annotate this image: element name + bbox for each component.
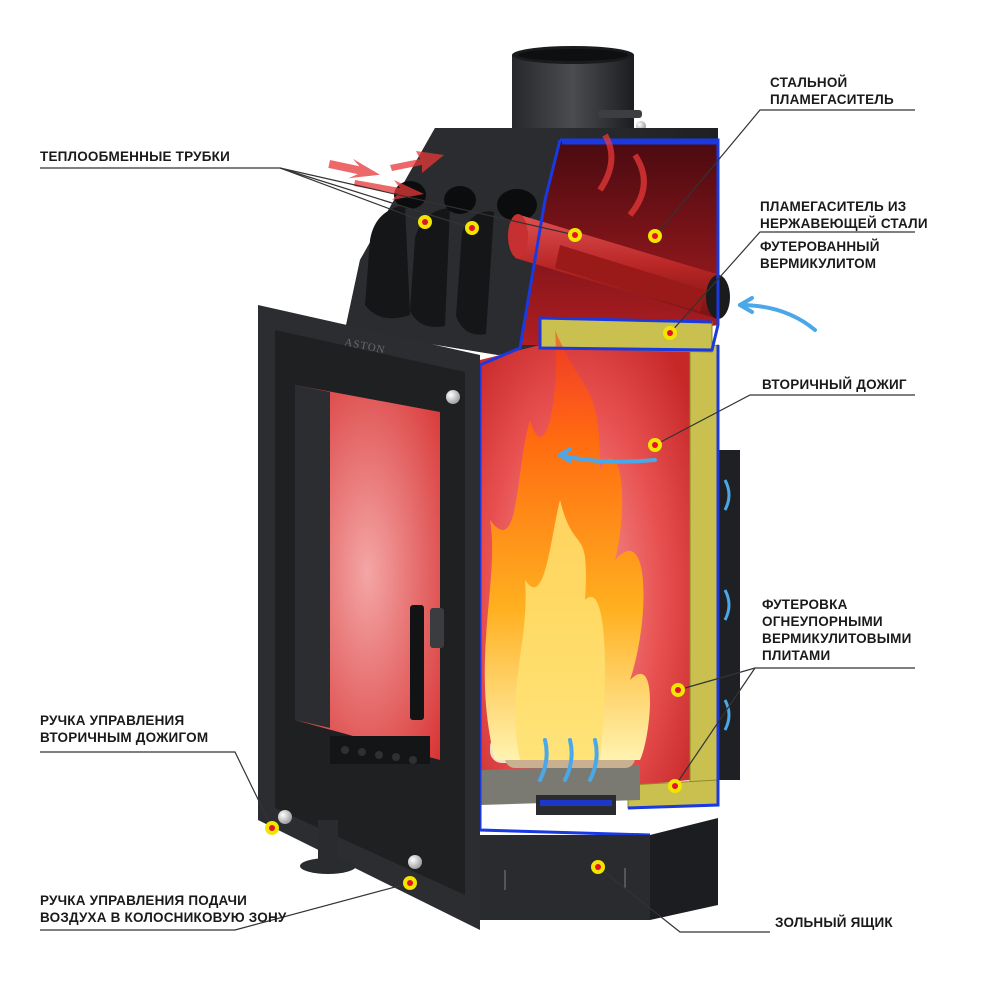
section-outline-left [478, 139, 651, 837]
marker-primary-handle [403, 876, 417, 890]
marker-heat-tube-2 [465, 221, 479, 235]
primary-air-control-knob[interactable] [408, 855, 422, 869]
section-outline-right [627, 345, 720, 810]
label-vermiculite-lined: ФУТЕРОВАННЫЙ ВЕРМИКУЛИТОМ [760, 239, 880, 271]
door-latch-knob[interactable] [446, 390, 460, 404]
marker-heat-tube-3 [568, 228, 582, 242]
front-door: ASTON [258, 305, 480, 930]
vermiculite-side-lining [689, 344, 719, 796]
label-steel-baffle: СТАЛЬНОЙ ПЛАМЕГАСИТЕЛЬ [770, 75, 894, 107]
hot-air-arrows [328, 133, 647, 217]
label-secondary-burn-handle: РУЧКА УПРАВЛЕНИЯ ВТОРИЧНЫМ ДОЖИГОМ [40, 713, 209, 745]
marker-heat-tube-1 [418, 215, 432, 229]
marker-steel-baffle [648, 229, 662, 243]
label-primary-air-handle: РУЧКА УПРАВЛЕНИЯ ПОДАЧИ ВОЗДУХА В КОЛОСН… [40, 893, 287, 925]
ash-drawer [480, 818, 718, 920]
marker-bottom-lining [668, 779, 682, 793]
label-ash-box: ЗОЛЬНЫЙ ЯЩИК [775, 915, 893, 930]
label-secondary-burn: ВТОРИЧНЫЙ ДОЖИГ [762, 377, 907, 392]
callout-markers [265, 215, 685, 890]
marker-side-lining [671, 683, 685, 697]
stove-legs [300, 820, 356, 874]
marker-ash-box [591, 860, 605, 874]
secondary-burn-control-knob[interactable] [278, 810, 292, 824]
upper-chamber-cutaway [508, 140, 730, 345]
section-outline [538, 138, 720, 352]
marker-vermiculite-plate [663, 326, 677, 340]
heat-exchange-tube-recesses [365, 181, 537, 335]
label-stainless-baffle: ПЛАМЕГАСИТЕЛЬ ИЗ НЕРЖАВЕЮЩЕЙ СТАЛИ [760, 199, 928, 231]
marker-secondary-burn [648, 438, 662, 452]
marker-secondary-handle [265, 821, 279, 835]
label-refractory-lining: ФУТЕРОВКА ОГНЕУПОРНЫМИ ВЕРМИКУЛИТОВЫМИ П… [762, 597, 912, 663]
label-heat-exchange-tubes: ТЕПЛООБМЕННЫЕ ТРУБКИ [40, 149, 230, 164]
leader-lines [40, 109, 915, 933]
door-handle[interactable] [410, 605, 424, 720]
door-air-slots [330, 736, 430, 764]
second-baffle-tube [555, 245, 705, 312]
cold-air-arrows [538, 296, 817, 782]
